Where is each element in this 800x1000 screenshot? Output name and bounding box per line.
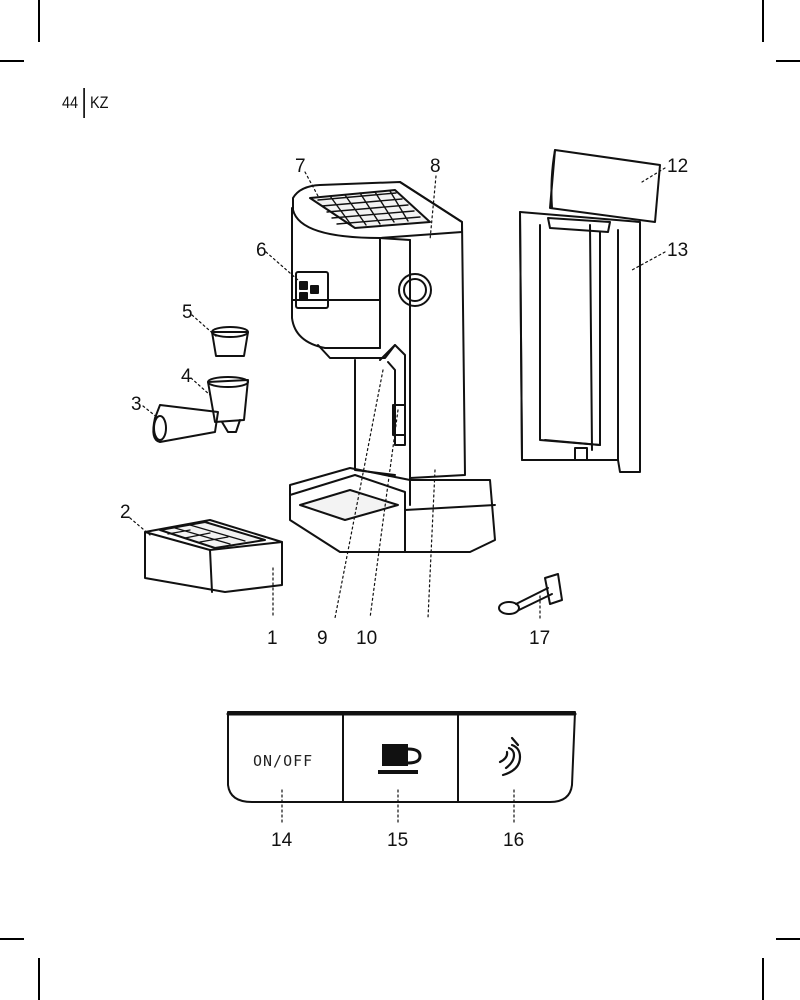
filter-basket [211, 326, 249, 357]
crop-mark [0, 938, 24, 940]
crop-mark [762, 0, 764, 42]
callout-13: 13 [667, 240, 688, 261]
steam-knob [398, 273, 432, 307]
steam-icon[interactable] [498, 736, 522, 777]
crop-mark [38, 0, 40, 42]
cup-warmer-grid [317, 190, 421, 227]
callout-5: 5 [182, 302, 193, 323]
callout-15: 15 [387, 830, 408, 851]
callout-4: 4 [181, 366, 192, 387]
leader-lines [129, 167, 666, 823]
callout-6: 6 [256, 240, 267, 261]
drip-tray [144, 519, 283, 593]
callout-7: 7 [295, 156, 306, 177]
water-tank [519, 149, 661, 473]
page-number: 44 [62, 93, 79, 112]
tank-lid [549, 149, 661, 223]
callout-9: 9 [317, 628, 328, 649]
crop-mark [38, 958, 40, 1000]
callout-1: 1 [267, 628, 278, 649]
page-header: 44 KZ [62, 88, 108, 118]
crop-mark [0, 60, 24, 62]
language-code: KZ [89, 93, 109, 112]
callout-17: 17 [529, 628, 550, 649]
crop-mark [776, 938, 800, 940]
portafilter [152, 376, 249, 443]
callout-3: 3 [131, 394, 142, 415]
power-button-label[interactable]: ON/OFF [253, 752, 313, 770]
crop-mark [776, 60, 800, 62]
callout-16: 16 [503, 830, 524, 851]
crop-mark [762, 958, 764, 1000]
callout-10: 10 [356, 628, 377, 649]
callout-8: 8 [430, 156, 441, 177]
coffee-cup-icon[interactable] [378, 744, 422, 774]
measuring-spoon [498, 573, 563, 615]
callout-12: 12 [667, 156, 688, 177]
callout-14: 14 [271, 830, 293, 851]
control-panel [226, 711, 577, 803]
machine-body [289, 181, 496, 553]
callout-2: 2 [120, 502, 131, 523]
header-separator [83, 88, 85, 118]
